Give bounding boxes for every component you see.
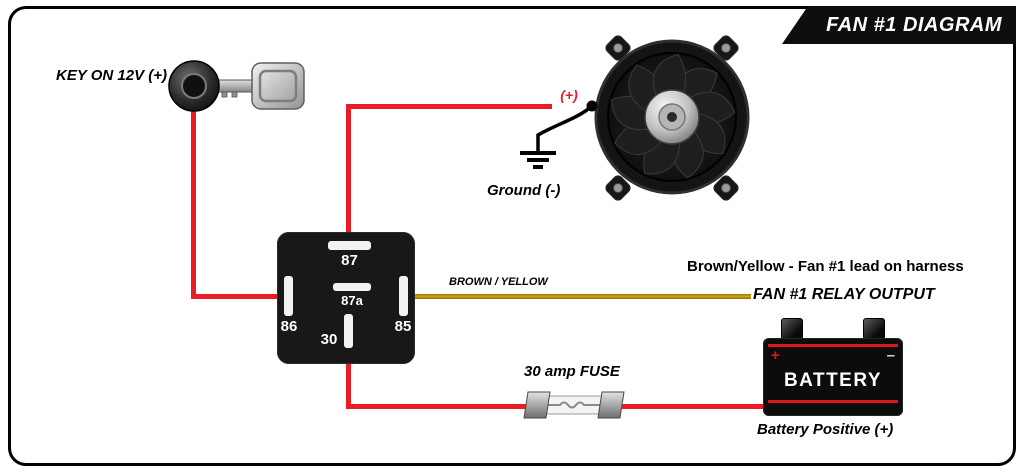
- battery-positive-terminal: [781, 318, 803, 340]
- battery-negative-terminal: [863, 318, 885, 340]
- ground-label: Ground (-): [487, 182, 561, 199]
- fuse-label: 30 amp FUSE: [524, 363, 620, 380]
- fan-mount-tabs: [605, 35, 739, 201]
- relay-pin30-slot: [344, 314, 353, 348]
- relay-body: 87 87a 86 85 30: [277, 232, 415, 364]
- relay-pin86-slot: [284, 276, 293, 316]
- wire-pin87-to-fan: [346, 104, 552, 109]
- relay-pin87a-slot: [333, 283, 371, 291]
- fuse-icon: [523, 391, 625, 419]
- battery-name: BATTERY: [783, 370, 883, 391]
- relay-pin85-slot: [399, 276, 408, 316]
- junction-dot: [586, 100, 598, 112]
- battery-red-stripe-top: [768, 344, 898, 347]
- relay-output-label: FAN #1 RELAY OUTPUT: [753, 286, 935, 303]
- wire-brown-yellow: [411, 294, 751, 299]
- relay-pin87-slot: [328, 241, 371, 250]
- relay-pin30-label: 30: [320, 331, 338, 348]
- harness-note-label: Brown/Yellow - Fan #1 lead on harness: [687, 258, 964, 275]
- ground-symbol: [520, 100, 598, 169]
- fan-positive-label: (+): [560, 87, 578, 103]
- key-power-label: KEY ON 12V (+): [56, 67, 168, 84]
- fan-icon: [594, 35, 750, 201]
- title-banner: FAN #1 DIAGRAM: [782, 6, 1016, 44]
- wire-key-to-pin86: [191, 294, 286, 299]
- battery: + – BATTERY: [763, 318, 903, 416]
- wire-pin87-up: [346, 104, 351, 236]
- relay-pin87a-label: 87a: [341, 293, 363, 308]
- diagram-title: FAN #1 DIAGRAM: [826, 13, 1002, 36]
- relay-pin87-label: 87: [341, 252, 358, 269]
- battery-plus-sign: +: [771, 347, 780, 364]
- battery-red-stripe-bottom: [768, 400, 898, 403]
- relay-pin85-label: 85: [394, 318, 412, 335]
- relay-pin86-label: 86: [280, 318, 298, 335]
- diagram-border: [8, 6, 1016, 466]
- wire-fuse-to-battery: [612, 404, 772, 409]
- wire-color-label: BROWN / YELLOW: [449, 276, 548, 288]
- wire-pin30-down: [346, 352, 351, 409]
- wire-pin30-to-fuse: [346, 404, 536, 409]
- battery-body: + – BATTERY: [763, 338, 903, 416]
- wire-key-down: [191, 108, 196, 299]
- key-icon: [168, 60, 305, 112]
- battery-positive-label: Battery Positive (+): [757, 421, 894, 438]
- battery-minus-sign: –: [886, 347, 895, 364]
